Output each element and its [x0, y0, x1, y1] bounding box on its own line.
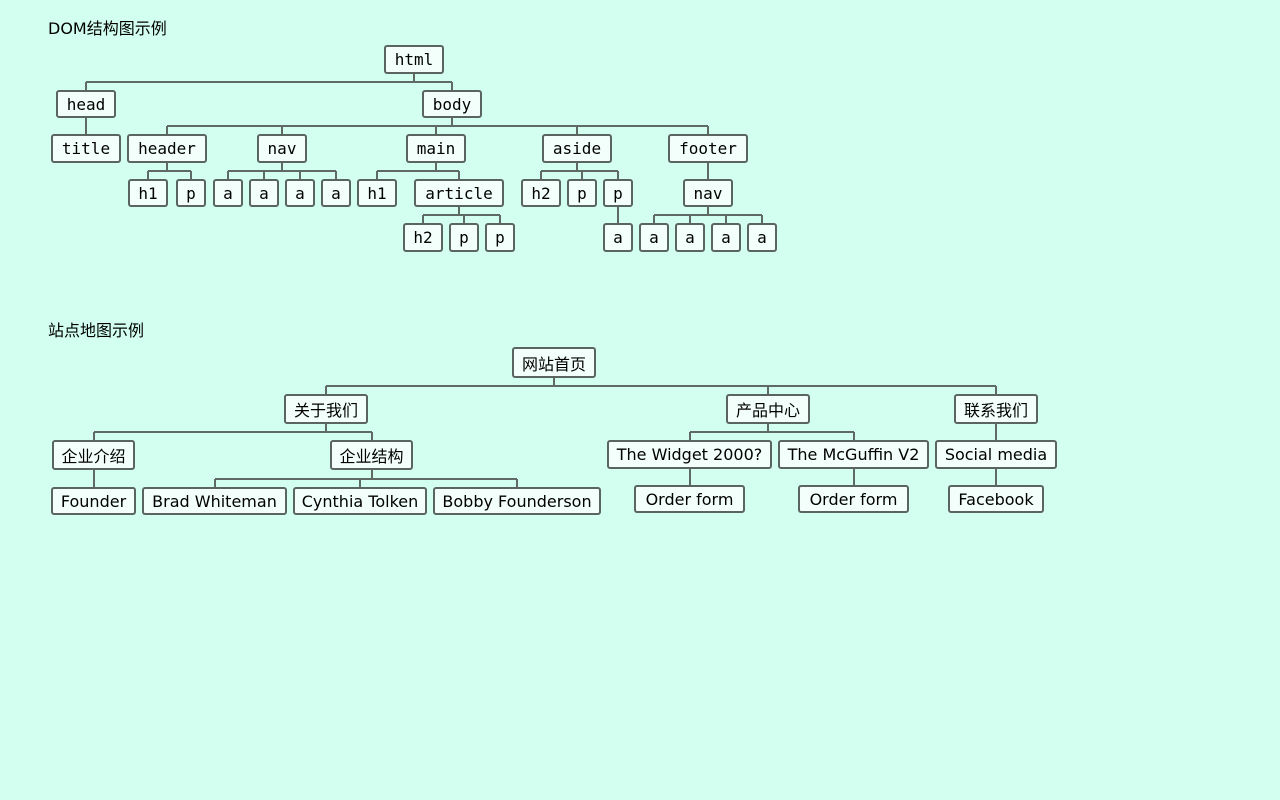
sitemap-node-about: 关于我们: [284, 394, 368, 424]
sitemap-node-bobby: Bobby Founderson: [433, 487, 601, 515]
node-main: main: [406, 134, 466, 163]
node-article-h2: h2: [403, 223, 443, 252]
node-article-p-1: p: [449, 223, 479, 252]
sitemap-node-cynthia: Cynthia Tolken: [293, 487, 427, 515]
connector-products: [689, 423, 855, 441]
sitemap-node-brad: Brad Whiteman: [142, 487, 287, 515]
connector-body: [166, 117, 709, 135]
node-article-p-2: p: [485, 223, 515, 252]
connector-aside: [540, 162, 619, 180]
sitemap-node-founder: Founder: [51, 487, 136, 515]
connector-footer-nav: [653, 206, 763, 224]
node-footer-a-4: a: [747, 223, 777, 252]
sitemap-diagram-title: 站点地图示例: [48, 321, 145, 340]
node-title: title: [51, 134, 121, 163]
node-footer-a-3: a: [711, 223, 741, 252]
node-aside: aside: [542, 134, 612, 163]
sitemap-node-structure: 企业结构: [330, 440, 413, 470]
sitemap-node-social: Social media: [935, 440, 1057, 469]
sitemap-node-products: 产品中心: [726, 394, 810, 424]
connector-nav: [227, 162, 337, 180]
connector-home: [325, 377, 997, 395]
node-footer: footer: [668, 134, 748, 163]
sitemap-node-order-form-2: Order form: [798, 485, 909, 513]
connector-html: [85, 73, 453, 91]
connector-about: [93, 423, 373, 441]
connector-main: [376, 162, 460, 180]
node-head: head: [56, 90, 116, 118]
sitemap-node-intro: 企业介绍: [52, 440, 135, 470]
node-header-h1: h1: [128, 179, 168, 207]
sitemap-node-order-form-1: Order form: [634, 485, 745, 513]
node-nav-a-4: a: [321, 179, 351, 207]
node-aside-a: a: [603, 223, 633, 252]
node-header-p: p: [176, 179, 206, 207]
node-aside-h2: h2: [521, 179, 561, 207]
node-body: body: [422, 90, 482, 118]
node-footer-nav: nav: [683, 179, 733, 207]
connector-header: [147, 162, 192, 180]
node-nav-a-1: a: [213, 179, 243, 207]
sitemap-node-facebook: Facebook: [948, 485, 1044, 513]
node-article: article: [414, 179, 504, 207]
node-nav: nav: [257, 134, 307, 163]
node-footer-a-2: a: [675, 223, 705, 252]
node-nav-a-3: a: [285, 179, 315, 207]
node-nav-a-2: a: [249, 179, 279, 207]
dom-diagram-title: DOM结构图示例: [48, 19, 167, 38]
node-aside-p-1: p: [567, 179, 597, 207]
sitemap-node-home: 网站首页: [512, 347, 596, 378]
node-footer-a-1: a: [639, 223, 669, 252]
sitemap-node-widget: The Widget 2000?: [607, 440, 772, 469]
node-header: header: [127, 134, 207, 163]
node-main-h1: h1: [357, 179, 397, 207]
node-aside-p-2: p: [603, 179, 633, 207]
sitemap-node-contact: 联系我们: [954, 394, 1038, 424]
sitemap-node-mcguffin: The McGuffin V2: [778, 440, 929, 469]
connector-article: [422, 206, 501, 224]
node-html: html: [384, 45, 444, 74]
connector-structure: [214, 469, 518, 488]
